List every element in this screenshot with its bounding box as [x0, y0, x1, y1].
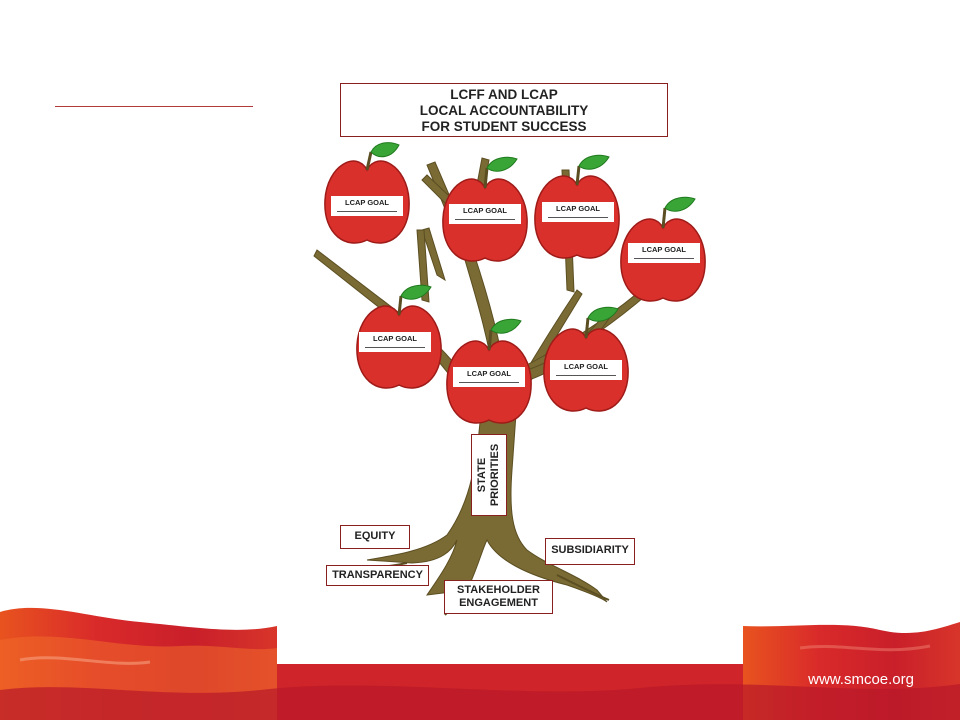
goal-text: LCAP GOAL [466, 369, 512, 378]
stakeholder-line-1: STAKEHOLDER [457, 584, 540, 596]
goal-text: LCAP GOAL [555, 204, 601, 213]
goal-label-2: LCAP GOAL [449, 204, 521, 224]
root-transparency: TRANSPARENCY [326, 565, 429, 586]
title-line-3: FOR STUDENT SUCCESS [421, 119, 587, 134]
goal-text: LCAP GOAL [641, 245, 687, 254]
goal-blank-line [556, 375, 616, 376]
root-equity: EQUITY [340, 525, 410, 549]
goal-text: LCAP GOAL [563, 362, 609, 371]
goal-blank-line [365, 347, 425, 348]
goal-label-1: LCAP GOAL [331, 196, 403, 216]
goal-text: LCAP GOAL [372, 334, 418, 343]
goal-label-5: LCAP GOAL [359, 332, 431, 352]
goal-text: LCAP GOAL [462, 206, 508, 215]
goal-blank-line [455, 219, 515, 220]
trunk-label-box: STATE PRIORITIES [471, 434, 507, 516]
goal-blank-line [459, 382, 519, 383]
trunk-label-line-1: STATE [476, 457, 488, 493]
diagram-title-box: LCFF AND LCAP LOCAL ACCOUNTABILITY FOR S… [340, 83, 668, 137]
goal-blank-line [634, 258, 694, 259]
goal-label-6: LCAP GOAL [453, 367, 525, 387]
title-line-1: LCFF AND LCAP [450, 87, 558, 102]
goal-blank-line [548, 217, 608, 218]
root-stakeholder-engagement: STAKEHOLDER ENGAGEMENT [444, 580, 553, 614]
goal-label-3: LCAP GOAL [542, 202, 614, 222]
root-subsidiarity: SUBSIDIARITY [545, 538, 635, 565]
title-underline [55, 106, 253, 107]
stakeholder-line-2: ENGAGEMENT [459, 597, 538, 609]
trunk-label-line-2: PRIORITIES [489, 443, 501, 507]
goal-blank-line [337, 211, 397, 212]
goal-text: LCAP GOAL [344, 198, 390, 207]
goal-label-7: LCAP GOAL [550, 360, 622, 380]
trunk-label: STATE PRIORITIES [476, 434, 502, 516]
title-line-2: LOCAL ACCOUNTABILITY [419, 103, 589, 118]
footer-url[interactable]: www.smcoe.org [808, 671, 914, 688]
goal-label-4: LCAP GOAL [628, 243, 700, 263]
